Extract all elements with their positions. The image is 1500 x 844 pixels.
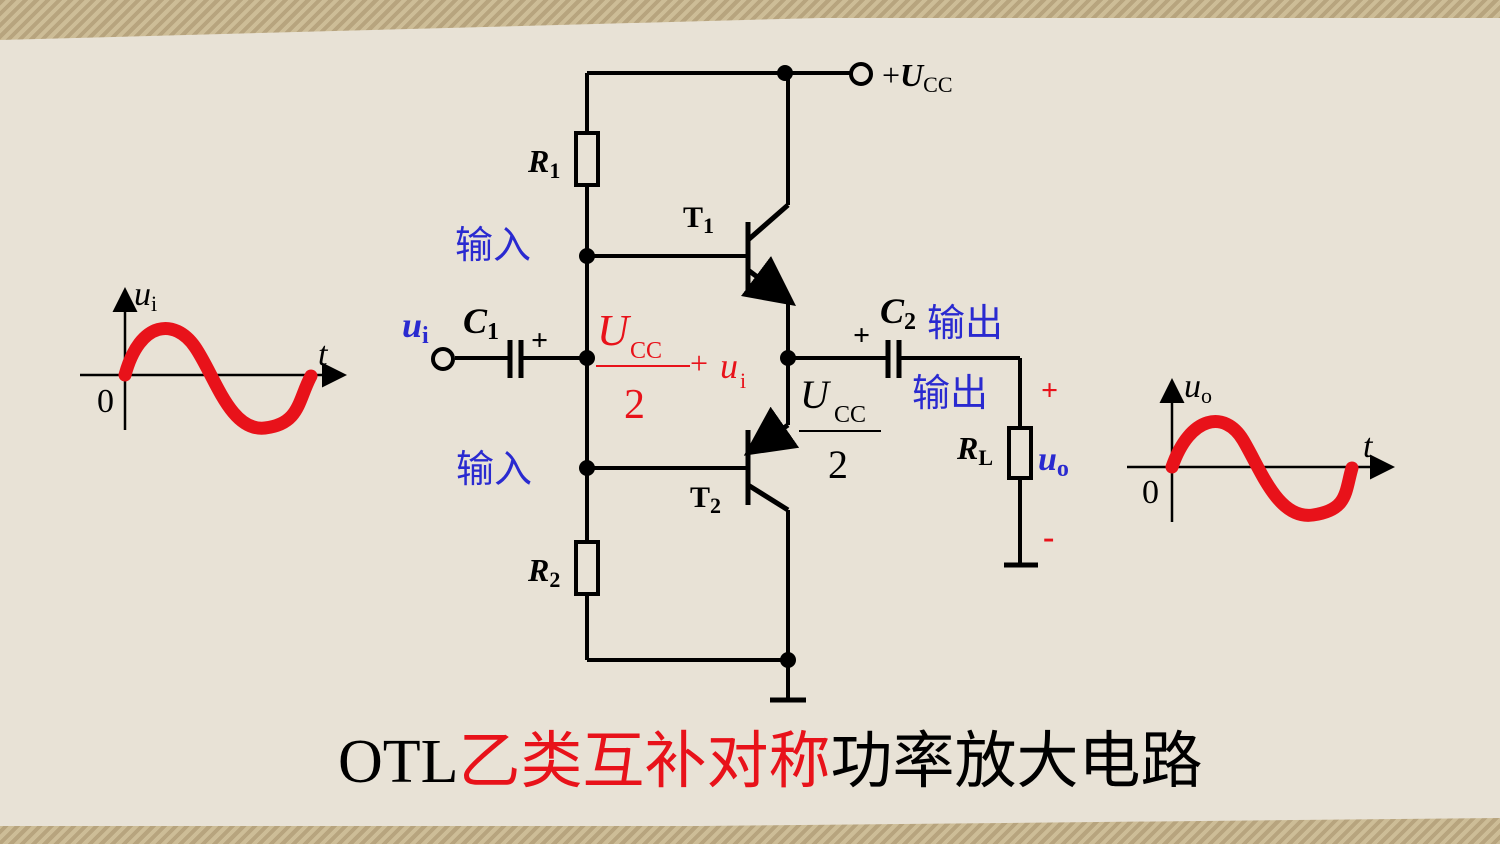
- svg-text:2: 2: [624, 382, 645, 428]
- t1-transistor: [741, 203, 796, 306]
- c1-capacitor: [507, 340, 524, 378]
- svg-text:0: 0: [1142, 474, 1159, 511]
- svg-text:i: i: [740, 368, 746, 393]
- uo-output-label: uo: [1038, 441, 1069, 482]
- input-label-lower: 输入: [456, 447, 532, 491]
- output-label-upper: 输出: [927, 301, 1003, 345]
- svg-text:uo: uo: [1184, 368, 1212, 408]
- svg-text:CC: CC: [630, 338, 662, 364]
- c1-plus-sign: +: [531, 324, 548, 357]
- midpoint-annotation: U CC 2 + u i: [596, 306, 746, 428]
- output-annotation: U CC 2: [799, 372, 881, 487]
- r1-label: R1: [527, 143, 560, 183]
- svg-text:+: +: [690, 345, 708, 381]
- svg-text:U: U: [800, 372, 832, 417]
- svg-text:t: t: [1363, 428, 1374, 465]
- svg-text:2: 2: [828, 442, 848, 487]
- slide-title: OTL乙类互补对称功率放大电路: [338, 724, 1203, 797]
- ui-input-label: ui: [402, 305, 429, 349]
- supply-label: +UCC: [882, 57, 953, 97]
- uo-plus-sign: +: [1041, 374, 1058, 407]
- input-label-upper: 输入: [455, 223, 531, 267]
- input-terminal: [431, 347, 455, 371]
- svg-text:U: U: [597, 306, 632, 355]
- t2-transistor: [743, 406, 800, 513]
- rl-label: RL: [956, 430, 993, 470]
- c2-label: C2: [880, 291, 916, 335]
- c1-label: C1: [463, 301, 499, 345]
- junction-dots: [579, 65, 796, 668]
- rl-resistor: [1007, 426, 1033, 480]
- r2-resistor: [574, 540, 600, 596]
- svg-text:ui: ui: [134, 276, 157, 316]
- input-sine-wave: [118, 322, 318, 435]
- r1-resistor: [574, 131, 600, 187]
- supply-terminal: [849, 62, 873, 86]
- uo-minus-sign: -: [1043, 519, 1054, 556]
- svg-text:0: 0: [97, 383, 114, 420]
- svg-text:u: u: [720, 346, 738, 386]
- svg-text:t: t: [318, 336, 329, 373]
- input-waveform-chart: ui t 0: [80, 276, 347, 435]
- t2-label: T2: [690, 481, 721, 518]
- output-sine-wave: [1165, 415, 1359, 522]
- output-waveform-chart: uo t 0: [1127, 368, 1395, 522]
- c2-plus-sign: +: [853, 319, 870, 352]
- svg-text:CC: CC: [834, 402, 866, 428]
- t1-label: T1: [683, 201, 714, 238]
- output-label-lower: 输出: [912, 371, 988, 415]
- r2-label: R2: [527, 552, 560, 592]
- c2-capacitor: [885, 340, 902, 378]
